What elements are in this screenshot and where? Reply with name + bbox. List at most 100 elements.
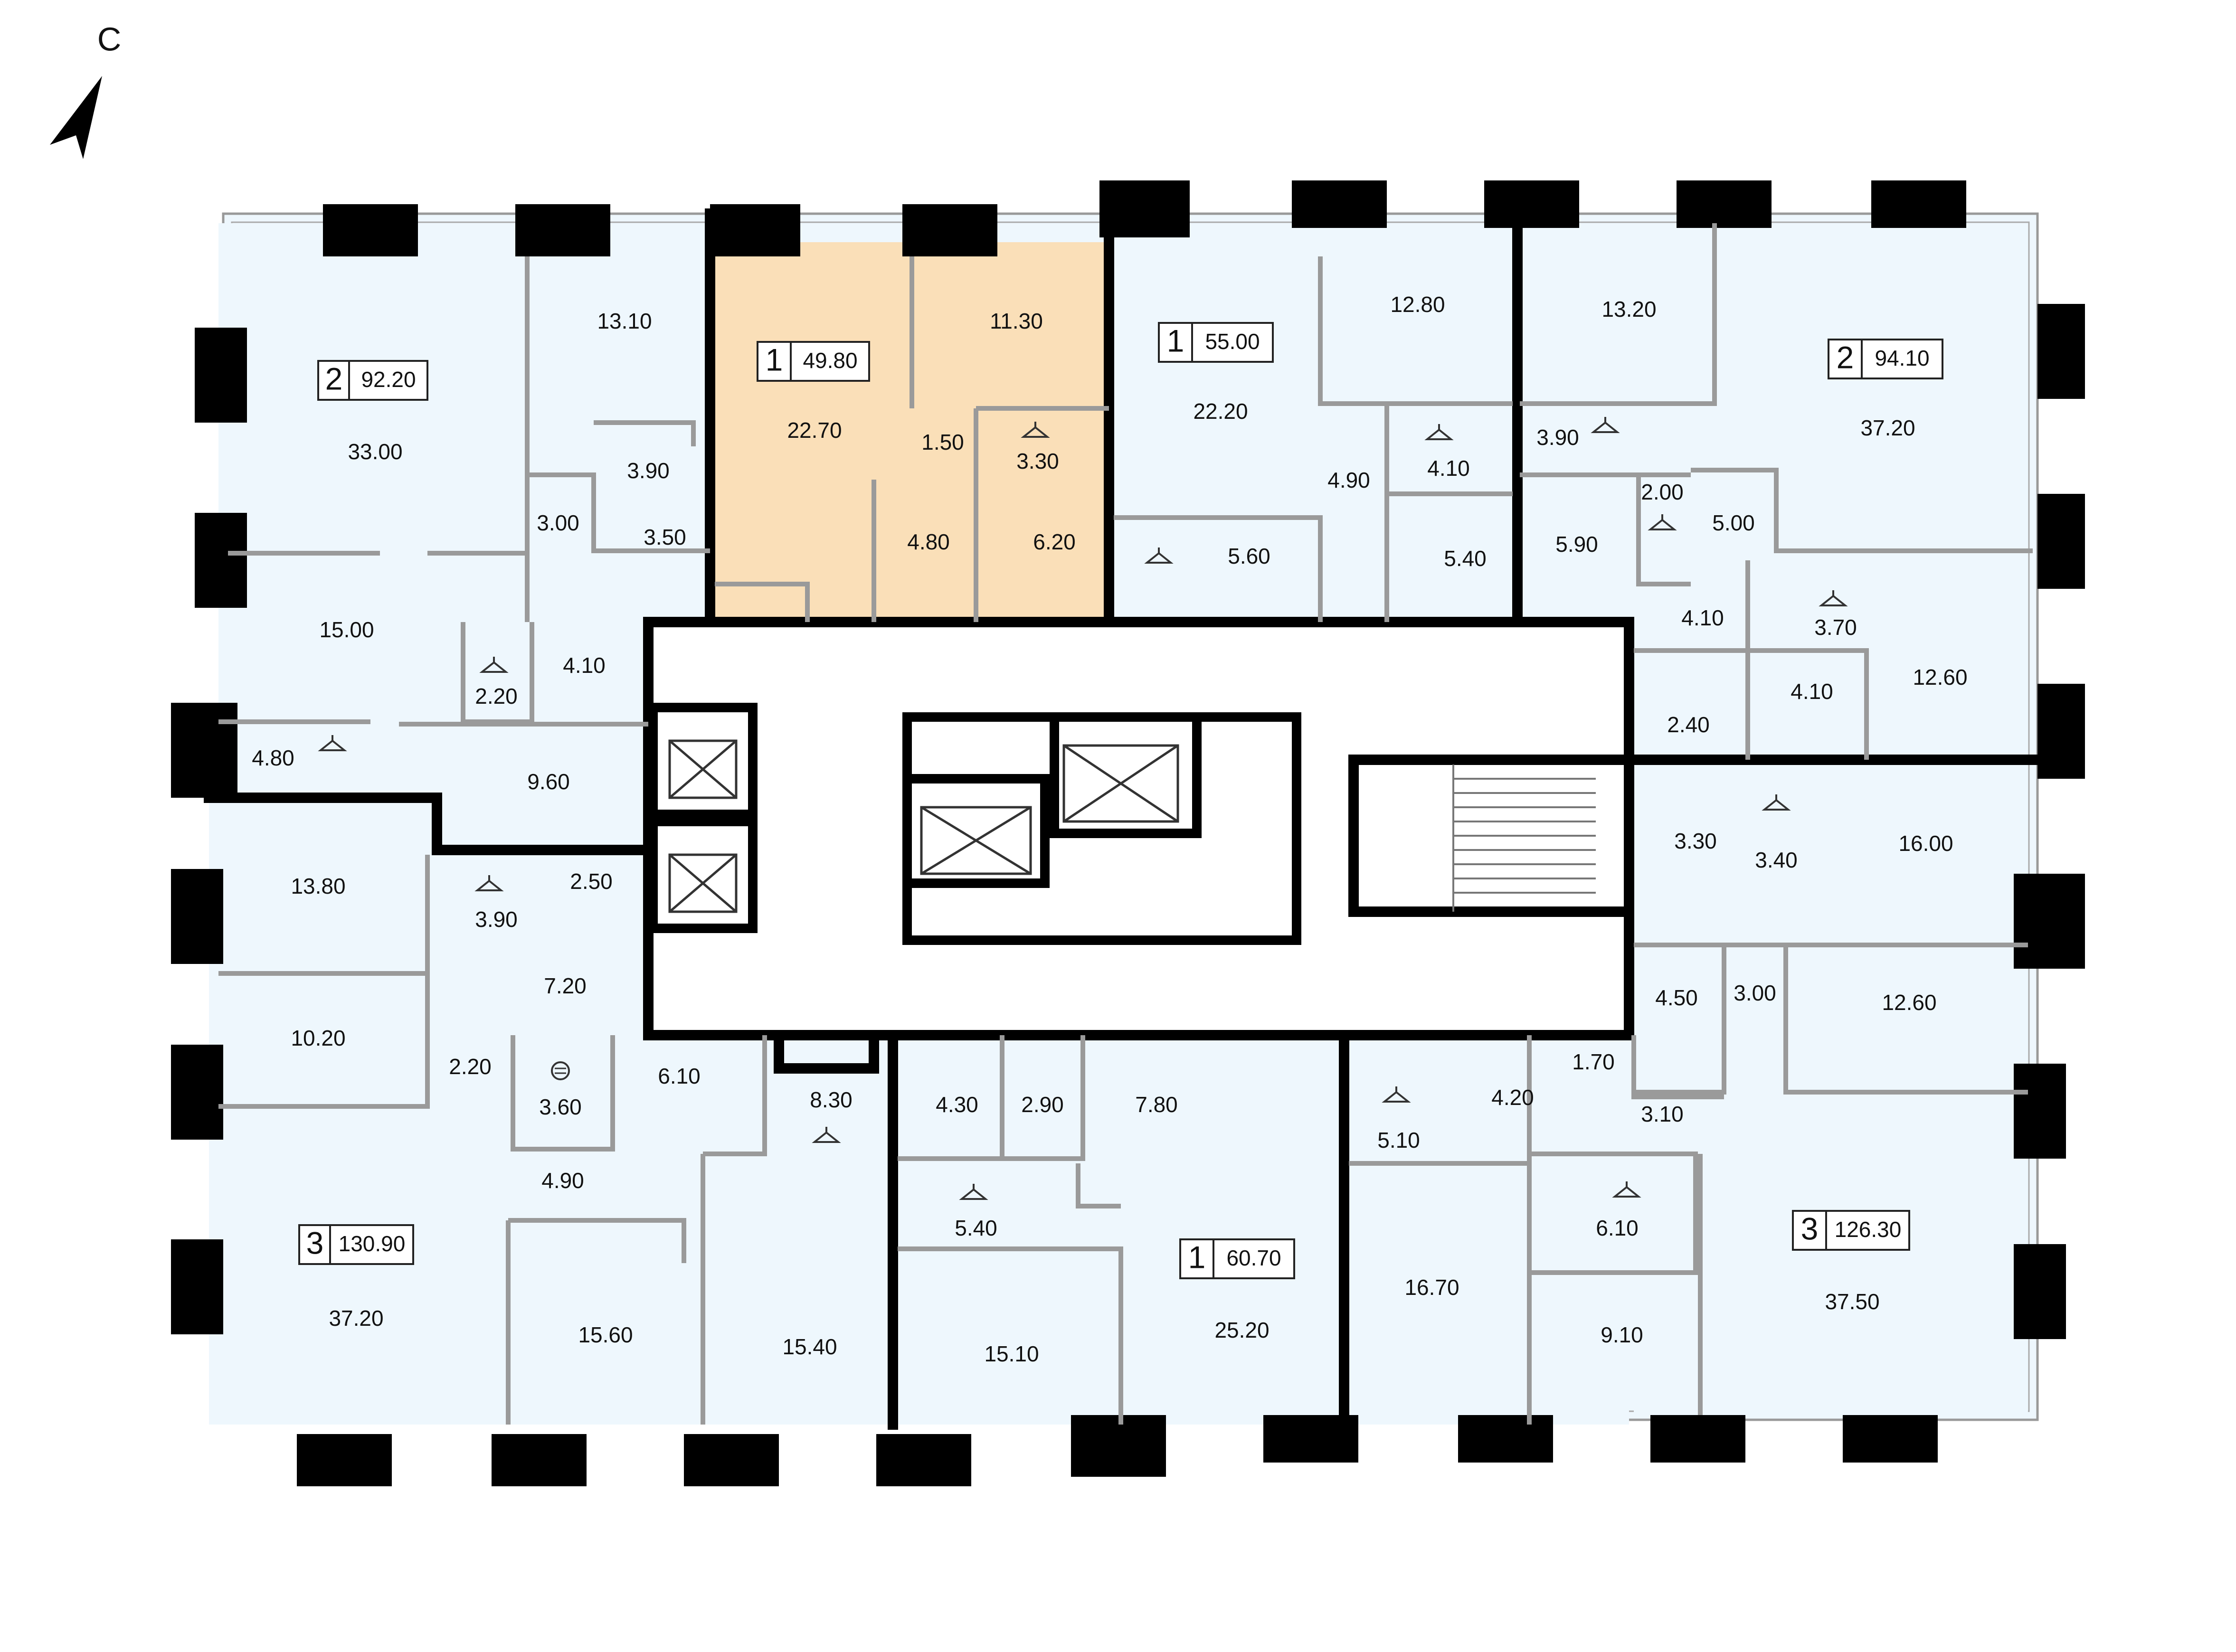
room-area: 4.30: [936, 1092, 978, 1117]
apartment-areas: [209, 223, 2028, 1425]
room-area: 12.60: [1913, 665, 1967, 689]
room-area: 3.90: [627, 458, 670, 483]
room-area: 3.00: [1734, 981, 1776, 1005]
hanger-icon: [474, 875, 504, 891]
room-area: 2.00: [1641, 480, 1684, 504]
elevator-cross-icons: [668, 739, 1179, 913]
hanger-icon: [479, 657, 509, 673]
north-arrow-label: С: [97, 20, 122, 57]
hanger-icon: [1648, 514, 1677, 530]
room-area: 3.50: [644, 525, 686, 549]
room-area: 2.20: [475, 684, 518, 708]
room-area: 4.10: [1427, 456, 1470, 481]
apartment-tag-n2[interactable]: 1 55.00: [1158, 322, 1274, 363]
room-area: 3.10: [1641, 1102, 1684, 1126]
room-area: 37.20: [329, 1306, 383, 1331]
room-area: 3.30: [1674, 829, 1717, 853]
room-area: 37.50: [1825, 1289, 1879, 1314]
hanger-icons: [318, 417, 1848, 1200]
apartment-nw-area-label: 92.20: [361, 367, 416, 392]
room-area: 3.90: [1536, 425, 1579, 450]
hanger-icon: [1021, 422, 1050, 438]
room-area: 15.10: [984, 1341, 1039, 1366]
room-labels: 13.10 33.00 3.90 3.00 3.50 15.00 2.20 4.…: [252, 292, 1967, 1366]
room-area: 13.80: [291, 874, 345, 898]
hanger-icon: [959, 1184, 988, 1200]
elevator-shaft-3: [1050, 712, 1202, 838]
apartment-n2-area: [1109, 223, 1513, 622]
apartment-n1-area-label: 49.80: [803, 348, 857, 373]
window-piers: [171, 180, 2085, 1486]
apartment-s1-rooms: 1: [1188, 1239, 1206, 1274]
room-area: 4.80: [907, 529, 950, 554]
hanger-icon: [1612, 1181, 1641, 1198]
room-area: 11.30: [990, 309, 1043, 333]
apartment-tag-n1[interactable]: 1 49.80: [757, 341, 870, 382]
room-area: 12.60: [1882, 990, 1936, 1015]
room-area: 3.90: [475, 907, 518, 932]
room-area: 7.20: [544, 973, 587, 998]
apartment-tag-sw[interactable]: 3 130.90: [298, 1224, 414, 1265]
apartment-sw-rooms: 3: [306, 1225, 324, 1260]
room-area: 2.50: [570, 869, 613, 894]
room-area: 13.10: [597, 309, 652, 333]
hanger-icon: [318, 735, 347, 751]
room-area: 8.30: [810, 1087, 853, 1112]
room-area: 3.60: [539, 1095, 582, 1119]
room-area: 1.70: [1572, 1049, 1615, 1074]
room-area: 22.20: [1193, 399, 1248, 424]
room-area: 2.20: [449, 1054, 492, 1079]
hanger-icon: [1591, 417, 1620, 433]
room-area: 5.40: [955, 1216, 997, 1240]
room-area: 4.20: [1491, 1085, 1534, 1110]
apartment-tag-ne[interactable]: 2 94.10: [1828, 339, 1943, 379]
partitions: [218, 223, 2033, 1425]
room-area: 15.40: [782, 1334, 837, 1359]
room-area: 16.70: [1404, 1275, 1459, 1300]
apartment-n2-area-label: 55.00: [1205, 329, 1260, 354]
room-area: 6.20: [1033, 529, 1076, 554]
apartment-ne-area: [1517, 223, 2028, 1415]
room-area: 4.80: [252, 746, 294, 770]
central-core: [643, 617, 1634, 1040]
apartment-sw-area-label: 130.90: [339, 1231, 406, 1256]
room-area: 4.10: [563, 653, 606, 678]
room-area: 1.50: [921, 430, 964, 454]
apartment-se-area-label: 126.30: [1835, 1217, 1902, 1242]
hanger-icon: [1424, 424, 1454, 440]
ventilation-icon: [551, 1061, 570, 1080]
room-area: 37.20: [1860, 415, 1915, 440]
room-area: 12.80: [1390, 292, 1445, 317]
elevator-shaft-4: [902, 774, 1050, 888]
hanger-icon: [1382, 1086, 1411, 1103]
hanger-icon: [1144, 548, 1174, 564]
room-area: 5.10: [1377, 1128, 1420, 1152]
hanger-icon: [1762, 794, 1791, 811]
hanger-icon: [1819, 590, 1848, 606]
room-area: 4.50: [1655, 985, 1698, 1010]
apartment-se-rooms: 3: [1801, 1211, 1819, 1246]
room-area: 2.40: [1667, 712, 1710, 737]
room-area: 6.10: [1596, 1216, 1639, 1240]
room-area: 5.40: [1444, 546, 1487, 571]
room-area: 4.10: [1791, 679, 1833, 704]
room-area: 33.00: [348, 439, 402, 464]
room-area: 13.20: [1601, 297, 1656, 321]
room-area: 9.10: [1601, 1322, 1643, 1347]
apartment-tag-se[interactable]: 3 126.30: [1792, 1210, 1910, 1251]
room-area: 22.70: [787, 418, 842, 443]
room-area: 4.10: [1681, 605, 1724, 630]
room-area: 25.20: [1214, 1318, 1269, 1342]
room-area: 3.30: [1016, 449, 1059, 473]
room-area: 3.00: [537, 510, 579, 535]
north-arrow-icon: [50, 76, 102, 159]
apartment-tag-s1[interactable]: 1 60.70: [1179, 1238, 1295, 1279]
room-area: 10.20: [291, 1026, 345, 1050]
apartment-s2-area: [1344, 1038, 1629, 1425]
stair-treads: [1452, 765, 1596, 912]
room-area: 15.60: [578, 1322, 633, 1347]
north-arrow: С: [50, 20, 121, 159]
apartment-tags: 2 92.20 1 49.80 1 55.00 2 94.10 3 130.90: [298, 322, 1943, 1279]
apartment-tag-nw[interactable]: 2 92.20: [317, 360, 428, 401]
